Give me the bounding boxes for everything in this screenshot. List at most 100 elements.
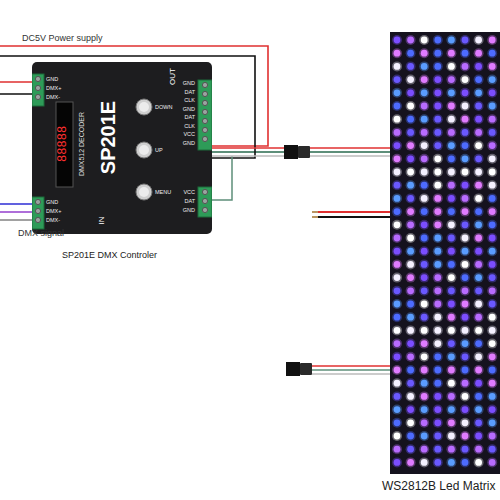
led-pixel — [421, 301, 428, 308]
led-pixel — [462, 169, 469, 176]
led-pixel — [489, 419, 496, 426]
led-pixel — [448, 116, 455, 123]
loose-wire-black — [318, 216, 390, 218]
terminal-screw — [202, 100, 207, 105]
terminal-screw — [202, 109, 207, 114]
led-pixel — [462, 301, 469, 308]
led-glow — [474, 352, 484, 362]
led-glow — [474, 193, 484, 203]
led-glow — [460, 444, 470, 454]
led-glow — [419, 75, 429, 85]
led-pixel — [448, 169, 455, 176]
led-pixel — [489, 116, 496, 123]
led-pixel — [448, 155, 455, 162]
led-glow — [474, 127, 484, 137]
led-pixel — [475, 287, 482, 294]
led-pixel — [434, 195, 441, 202]
button-label: MENU — [155, 189, 171, 195]
led-pixel — [462, 89, 469, 96]
led-pixel — [394, 274, 401, 281]
led-glow — [446, 378, 456, 388]
led-glow — [433, 312, 443, 322]
led-glow — [392, 273, 402, 283]
led-glow — [460, 286, 470, 296]
led-pixel — [489, 76, 496, 83]
led-pixel — [462, 327, 469, 334]
led-pixel — [475, 50, 482, 57]
led-pixel — [489, 195, 496, 202]
led-glow — [474, 207, 484, 217]
led-pixel — [462, 433, 469, 440]
led-glow — [474, 286, 484, 296]
led-pixel — [421, 419, 428, 426]
led-glow — [474, 365, 484, 375]
led-pixel — [489, 89, 496, 96]
push-button-cap — [139, 145, 149, 155]
led-pixel — [462, 248, 469, 255]
pin-name: DAT — [175, 89, 195, 95]
led-glow — [460, 193, 470, 203]
pin-name: GND — [46, 199, 58, 205]
led-pixel — [489, 142, 496, 149]
led-pixel — [489, 340, 496, 347]
led-glow — [487, 88, 497, 98]
led-glow — [474, 61, 484, 71]
led-glow — [474, 457, 484, 467]
push-button-cap — [139, 102, 149, 112]
led-pixel — [489, 393, 496, 400]
led-pixel — [448, 221, 455, 228]
led-glow — [392, 457, 402, 467]
pin-name: DMX- — [46, 217, 60, 223]
led-pixel — [394, 235, 401, 242]
led-glow — [487, 154, 497, 164]
led-glow — [474, 378, 484, 388]
led-pixel — [475, 142, 482, 149]
led-glow — [487, 127, 497, 137]
terminal-screw — [202, 207, 207, 212]
led-glow — [433, 431, 443, 441]
led-pixel — [394, 155, 401, 162]
led-pixel — [407, 63, 414, 70]
led-pixel — [448, 327, 455, 334]
led-pixel — [394, 37, 401, 44]
led-glow — [419, 167, 429, 177]
led-pixel — [475, 380, 482, 387]
led-pixel — [434, 50, 441, 57]
led-glow — [392, 391, 402, 401]
led-glow — [446, 88, 456, 98]
led-pixel — [448, 314, 455, 321]
led-pixel — [407, 261, 414, 268]
led-glow — [406, 167, 416, 177]
led-pixel — [407, 208, 414, 215]
terminal-screw — [202, 198, 207, 203]
led-glow — [419, 312, 429, 322]
led-glow — [406, 339, 416, 349]
terminal-screw — [35, 94, 40, 99]
led-glow — [406, 61, 416, 71]
led-glow — [433, 299, 443, 309]
led-pixel — [394, 261, 401, 268]
led-glow — [406, 431, 416, 441]
led-pixel — [407, 419, 414, 426]
led-glow — [433, 88, 443, 98]
led-glow — [460, 352, 470, 362]
led-pixel — [407, 142, 414, 149]
led-glow — [433, 365, 443, 375]
led-pixel — [448, 274, 455, 281]
led-pixel — [489, 367, 496, 374]
led-glow — [419, 141, 429, 151]
led-pixel — [489, 327, 496, 334]
led-pixel — [434, 142, 441, 149]
terminal-screw — [202, 136, 207, 141]
pin-name: VCC — [175, 189, 195, 195]
led-pixel — [462, 50, 469, 57]
led-pixel — [394, 208, 401, 215]
led-glow — [419, 444, 429, 454]
led-pixel — [475, 327, 482, 334]
led-pixel — [448, 433, 455, 440]
led-glow — [406, 75, 416, 85]
led-glow — [406, 444, 416, 454]
led-pixel — [394, 419, 401, 426]
led-glow — [392, 405, 402, 415]
led-glow — [446, 127, 456, 137]
